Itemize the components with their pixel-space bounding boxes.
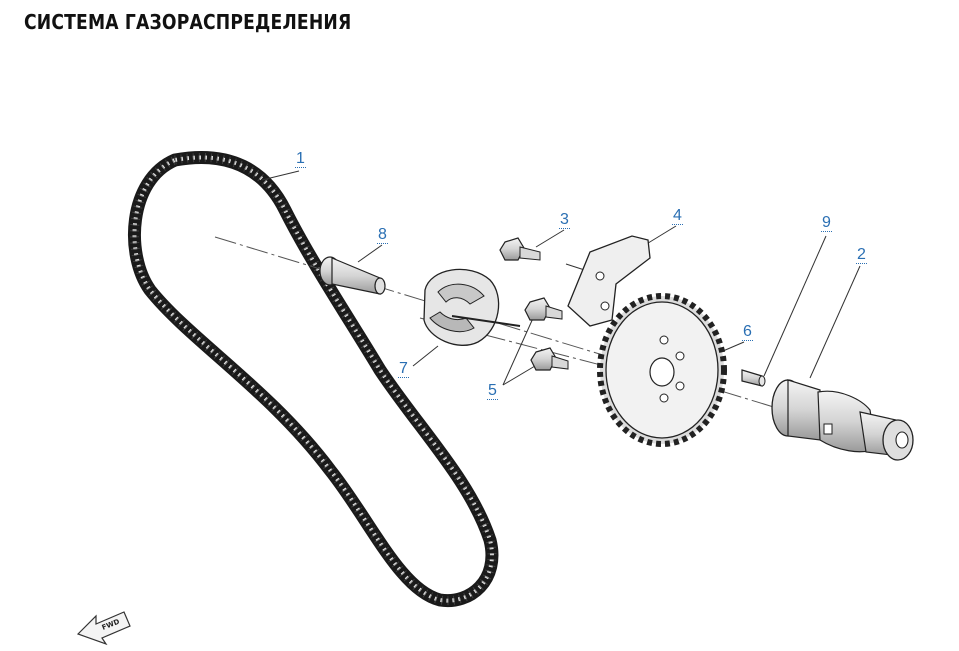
camshaft-sprocket[interactable] (597, 293, 727, 447)
bolts-pair[interactable] (524, 297, 569, 371)
leader-lines (261, 170, 861, 386)
callout-8[interactable]: 8 (377, 226, 388, 244)
decompressor-flyweight[interactable] (423, 268, 521, 346)
callout-9[interactable]: 9 (821, 214, 832, 232)
callout-4[interactable]: 4 (672, 207, 683, 225)
timing-chain[interactable] (128, 150, 499, 608)
callout-6[interactable]: 6 (742, 323, 753, 341)
lock-plate[interactable] (567, 235, 651, 327)
camshaft[interactable] (771, 379, 914, 461)
spacer-bushing[interactable] (319, 256, 386, 295)
callout-1[interactable]: 1 (295, 150, 306, 168)
bolt-single[interactable] (499, 237, 541, 261)
callout-3[interactable]: 3 (559, 211, 570, 229)
fwd-arrow-icon: FWD (76, 611, 131, 646)
callout-5[interactable]: 5 (487, 382, 498, 400)
page-title: СИСТЕМА ГАЗОРАСПРЕДЕЛЕНИЯ (24, 10, 352, 34)
callout-2[interactable]: 2 (856, 246, 867, 264)
dowel-pin[interactable] (741, 369, 766, 387)
callout-7[interactable]: 7 (398, 360, 409, 378)
